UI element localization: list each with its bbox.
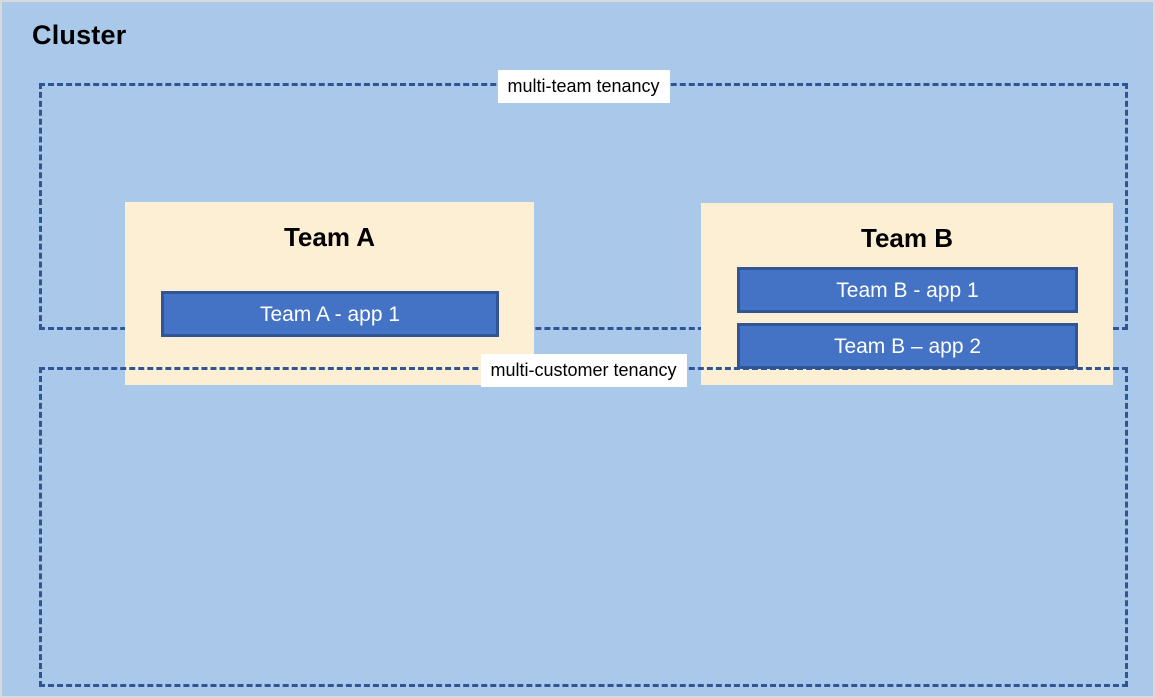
team-box-team-a: Team A Team A - app 1 — [125, 202, 534, 385]
tenancy-group-multi-team: multi-team tenancy Team A Team A - app 1… — [39, 70, 1128, 385]
tenancy-group-multi-customer-label: multi-customer tenancy — [480, 354, 687, 387]
app-box-team-b-app-2[interactable]: Team B – app 2 — [737, 323, 1078, 369]
team-box-team-b: Team B Team B - app 1 Team B – app 2 — [701, 203, 1113, 385]
app-box-team-a-app-1[interactable]: Team A - app 1 — [161, 291, 499, 337]
team-title-team-b: Team B — [861, 223, 953, 253]
team-title-team-a: Team A — [283, 222, 376, 252]
tenancy-group-multi-team-label: multi-team tenancy — [497, 70, 670, 103]
app-box-team-b-app-1[interactable]: Team B - app 1 — [737, 267, 1078, 313]
tenancy-group-multi-customer: multi-customer tenancy Team C Team C – a… — [39, 354, 1128, 687]
cluster-title: Cluster — [32, 20, 127, 50]
